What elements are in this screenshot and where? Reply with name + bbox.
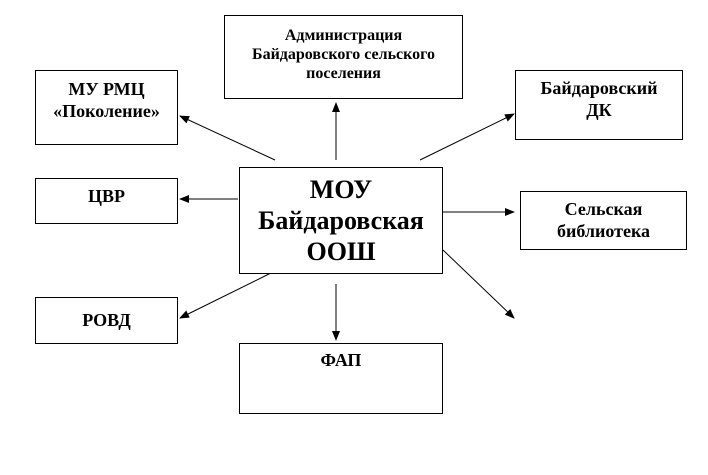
dk-node-label: Байдаровский ДК xyxy=(540,78,658,120)
center-node-label: МОУ Байдаровская ООШ xyxy=(258,174,424,267)
fap-node: ФАП xyxy=(239,343,443,414)
rovd-node-label: РОВД xyxy=(82,309,131,330)
arrow-unlabeled xyxy=(442,249,515,319)
dk-node: Байдаровский ДК xyxy=(515,70,683,140)
fap-node-label: ФАП xyxy=(320,350,362,370)
rmc-node-label: МУ РМЦ «Поколение» xyxy=(53,79,160,121)
cvr-node: ЦВР xyxy=(35,178,178,224)
rovd-node: РОВД xyxy=(35,297,178,344)
administration-node: Администрация Байдаровского сельского по… xyxy=(224,15,463,99)
center-node: МОУ Байдаровская ООШ xyxy=(239,167,443,274)
library-node-label: Сельская библиотека xyxy=(556,199,651,241)
arrow-to-dk xyxy=(419,113,515,161)
administration-node-label: Администрация Байдаровского сельского по… xyxy=(251,27,435,83)
cvr-node-label: ЦВР xyxy=(87,186,125,206)
library-node: Сельская библиотека xyxy=(520,191,687,250)
rmc-node: МУ РМЦ «Поколение» xyxy=(35,70,178,145)
arrow-to-rovd xyxy=(179,270,276,319)
arrow-to-rmc xyxy=(179,115,276,161)
